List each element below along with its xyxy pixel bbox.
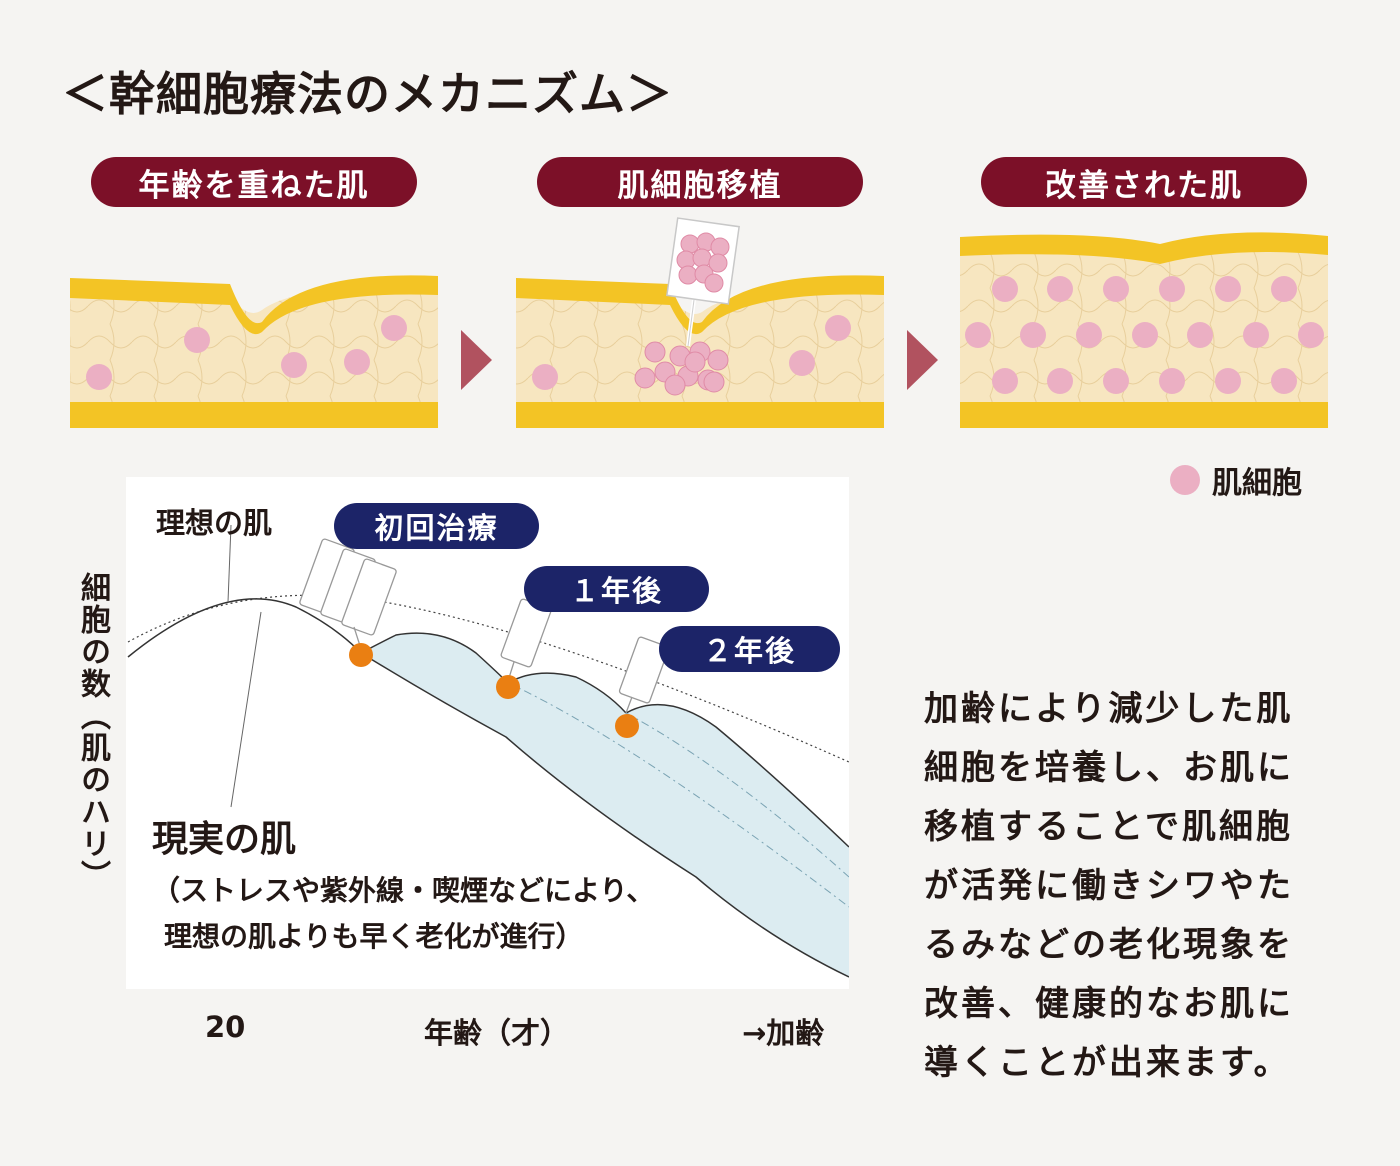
skin-cell-icon [86, 364, 112, 390]
step-label-improved-skin: 改善された肌 [981, 157, 1307, 207]
treatment-badge-2year: ２年後 [659, 626, 840, 672]
treatment-point [615, 714, 639, 738]
syringe-icon [618, 636, 670, 714]
description-line: 加齢により減少した肌 [924, 689, 1294, 729]
syringe-vial-icon [666, 217, 740, 305]
treatment-point [496, 675, 520, 699]
treatment-point [349, 643, 373, 667]
improvement-area [361, 633, 849, 977]
epidermis-band [70, 275, 438, 335]
improved-skin-panel [960, 232, 1328, 428]
description-line: 改善、健康的なお肌に [924, 984, 1294, 1024]
skin-cell-icon [344, 349, 370, 375]
aging-graph [127, 524, 849, 978]
skin-cell-icon [381, 315, 407, 341]
ideal-skin-label: 理想の肌 [156, 506, 273, 540]
legend: 肌細胞 [1170, 458, 1302, 502]
description: 加齢により減少した肌 細胞を培養し、お肌に 移植することで肌細胞 が活発に働きシ… [924, 680, 1344, 1093]
x-axis-start-label: 20 [205, 1010, 246, 1044]
skin-cell-icon [1170, 465, 1200, 495]
transplant-panel [516, 217, 884, 428]
arrow-right-icon [461, 330, 492, 390]
legend-label: 肌細胞 [1212, 466, 1302, 501]
skin-cell-icon [789, 350, 815, 376]
graph-panel [126, 477, 849, 989]
description-line: 導くことが出来ます。 [924, 1043, 1291, 1083]
y-axis-label: 細胞の数（肌のハリ） [75, 572, 110, 892]
transplanted-cells-cluster [634, 341, 729, 396]
real-skin-curve [127, 598, 849, 978]
skin-cell-grid [965, 276, 1324, 394]
description-line: 細胞を培養し、お肌に [924, 748, 1294, 788]
description-line: るみなどの老化現象を [924, 925, 1294, 965]
skin-cell-icon [825, 315, 851, 341]
step-label-transplant: 肌細胞移植 [537, 157, 863, 207]
aged-skin-panel [70, 275, 438, 428]
treatment-badge-first: 初回治療 [334, 503, 539, 549]
arrow-right-icon [907, 330, 938, 390]
x-axis-end-label: →加齢 [742, 1016, 825, 1050]
skin-cell-icon [532, 364, 558, 390]
step-label-aged-skin: 年齢を重ねた肌 [91, 157, 417, 207]
real-skin-label: 現実の肌 [152, 819, 297, 860]
syringe-icon [299, 538, 397, 650]
dermis-base-band [70, 402, 438, 428]
x-axis-label: 年齢（才） [424, 1016, 570, 1050]
ideal-skin-curve [127, 594, 849, 763]
description-line: が活発に働きシワやた [924, 866, 1294, 906]
skin-cell-icon [184, 327, 210, 353]
skin-cell-icon [281, 352, 307, 378]
real-skin-note-line: （ストレスや紫外線・喫煙などにより、 [152, 874, 655, 907]
skin-diagrams [70, 217, 1328, 428]
page-title: ＜幹細胞療法のメカニズム＞ [62, 67, 673, 121]
real-skin-note: （ストレスや紫外線・喫煙などにより、 理想の肌よりも早く老化が進行） [152, 868, 654, 960]
treatment-badge-1year: １年後 [524, 566, 709, 612]
description-line: 移植することで肌細胞 [924, 807, 1293, 847]
real-skin-note-line: 理想の肌よりも早く老化が進行） [164, 920, 584, 953]
